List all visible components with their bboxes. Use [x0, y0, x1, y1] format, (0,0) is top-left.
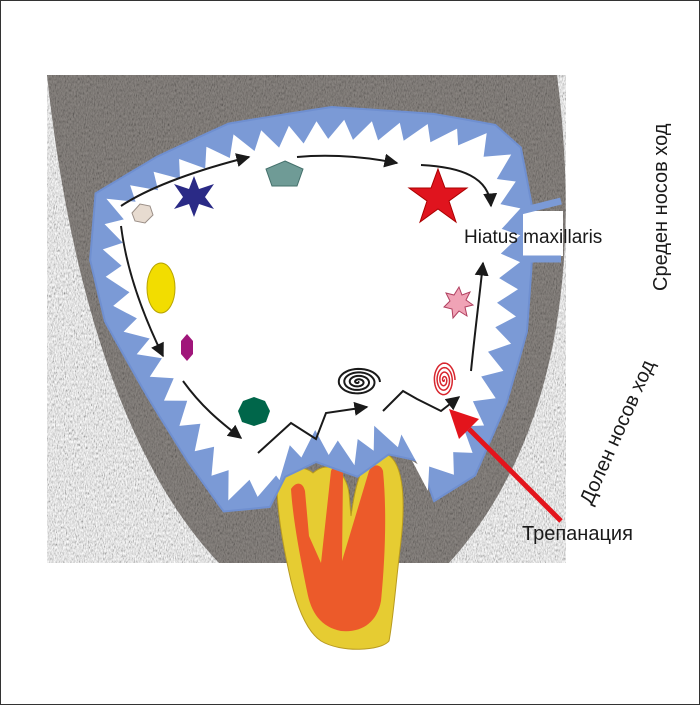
- purple-gem: [181, 334, 193, 361]
- blue-star: [174, 176, 214, 217]
- pentagon-particle: [265, 160, 304, 187]
- middle-meatus-label: Среден носов ход: [650, 123, 672, 291]
- sinus-cavity: [102, 119, 521, 501]
- black-spiral: [337, 367, 381, 395]
- arrow-7: [382, 389, 461, 413]
- pink-burst: [443, 285, 475, 320]
- green-heptagon: [238, 397, 270, 426]
- red-star: [407, 167, 469, 224]
- trepanation-arrow: [449, 409, 563, 523]
- yellow-oval: [146, 262, 176, 314]
- hiatus-maxillaris-label: Hiatus maxillaris: [464, 227, 603, 248]
- red-spiral: [433, 362, 456, 396]
- mucociliary-arrows: [120, 153, 498, 454]
- hexagon-particle: [131, 203, 154, 224]
- arrow-8: [470, 261, 489, 372]
- arrow-2: [296, 153, 399, 168]
- ostium-edge-upper: [520, 197, 562, 215]
- arrow-5: [182, 380, 243, 439]
- tooth-pulp: [291, 465, 386, 632]
- arrow-3: [420, 164, 498, 208]
- tooth: [276, 452, 404, 650]
- trepanation-label: Трепанация: [522, 523, 633, 545]
- sinus-ostium: [523, 211, 563, 256]
- arrow-6: [257, 401, 369, 454]
- arrow-1: [120, 153, 251, 207]
- arrow-4: [120, 225, 164, 358]
